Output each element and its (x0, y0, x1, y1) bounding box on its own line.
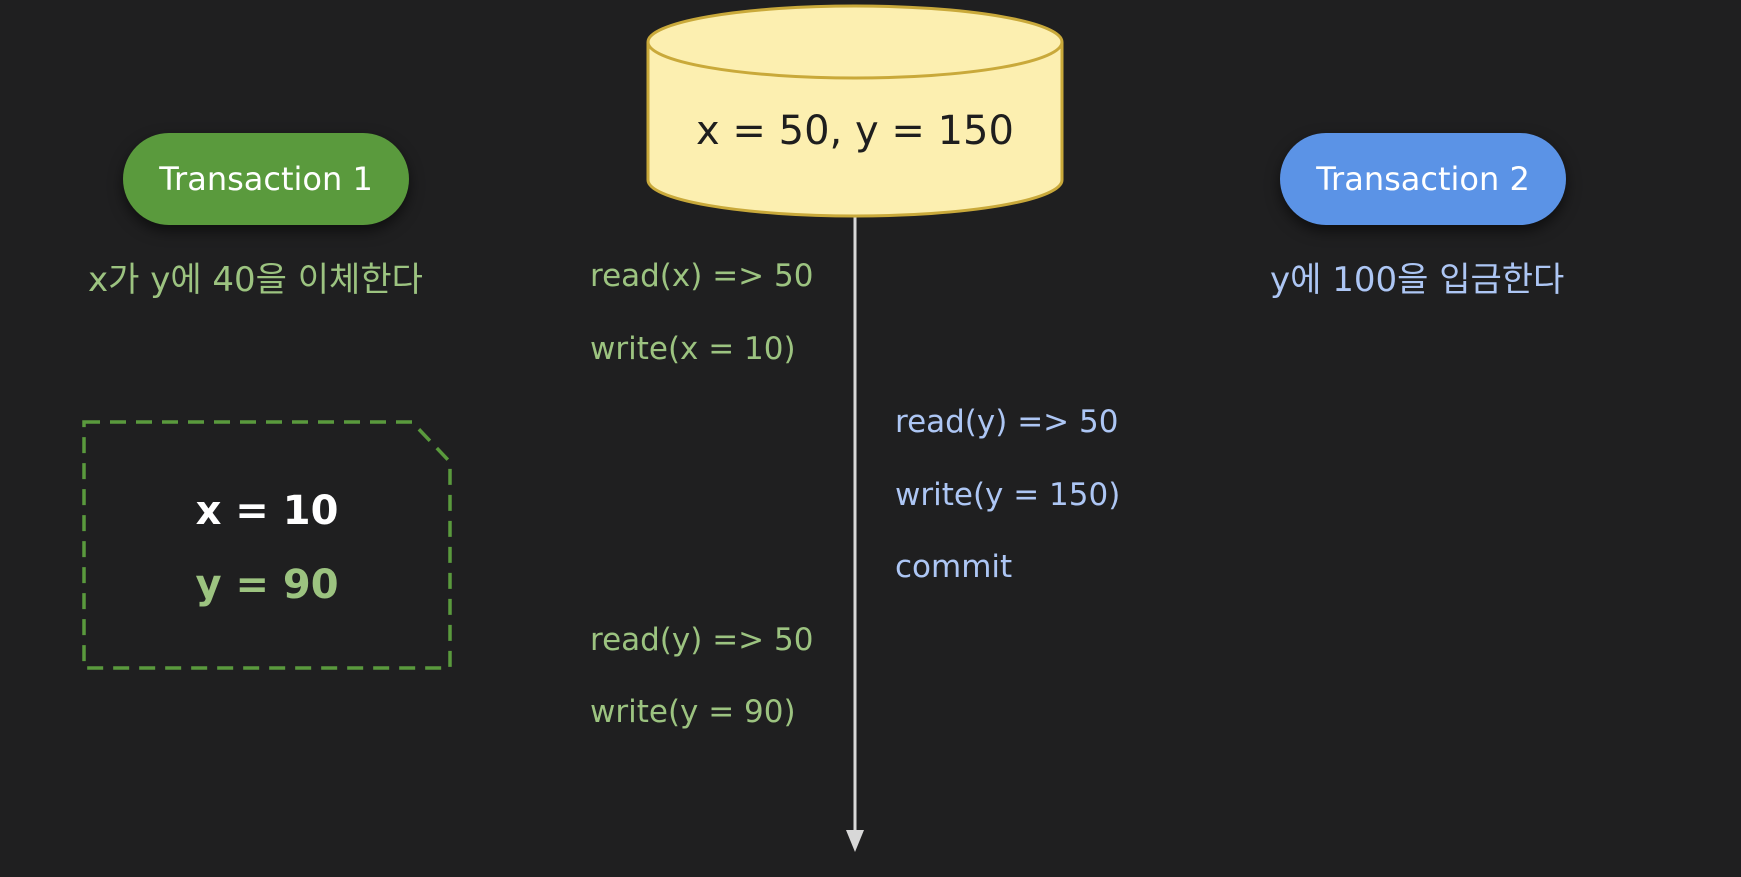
t1-operation-write-y: write(y = 90) (590, 694, 796, 730)
transaction-2-description: y에 100을 입금한다 (1270, 260, 1565, 300)
t2-operation-read-y: read(y) => 50 (895, 404, 1119, 440)
timeline-arrowhead (846, 830, 864, 852)
t1-operation-read-x: read(x) => 50 (590, 258, 814, 294)
local-state-outline (82, 420, 452, 670)
transaction-1-badge: Transaction 1 (123, 133, 409, 225)
local-state-x: x = 10 (195, 488, 339, 534)
transaction-1-description: x가 y에 40을 이체한다 (88, 260, 423, 300)
t1-operation-read-y: read(y) => 50 (590, 622, 814, 658)
transaction-2-badge: Transaction 2 (1280, 133, 1566, 225)
t2-operation-write-y: write(y = 150) (895, 477, 1121, 513)
t1-operation-write-x: write(x = 10) (590, 331, 796, 367)
database-cylinder (646, 4, 1064, 218)
database-state-label: x = 50, y = 150 (696, 108, 1014, 154)
local-state-y: y = 90 (195, 562, 339, 608)
t2-operation-commit: commit (895, 549, 1013, 585)
transaction-1-title: Transaction 1 (159, 160, 373, 198)
transaction-2-title: Transaction 2 (1316, 160, 1530, 198)
